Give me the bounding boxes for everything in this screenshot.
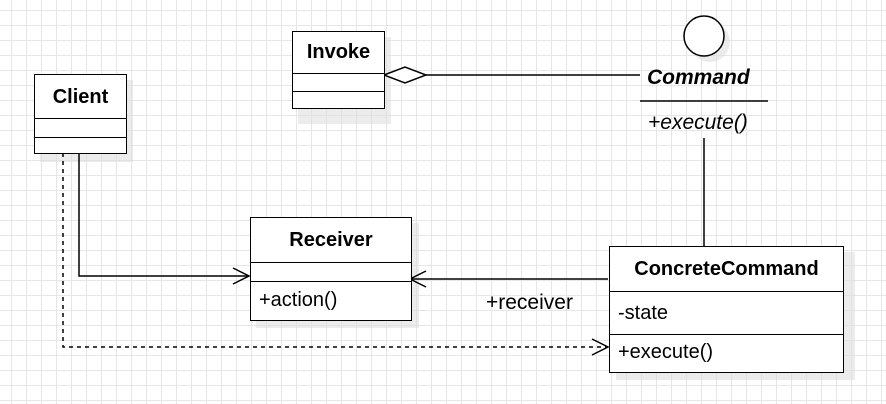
operations-compartment [35,138,126,152]
class-receiver[interactable]: Receiver +action() [250,217,412,321]
class-name: ConcreteCommand [610,247,843,292]
operations-compartment [293,92,384,107]
association-concrete-receiver [408,270,608,288]
aggregation-diamond [381,66,429,84]
attributes-compartment [251,263,411,282]
class-invoke[interactable]: Invoke [292,31,385,109]
command-interface [640,15,768,246]
operations-compartment: +execute() [618,341,714,363]
dependency-client-concrete [62,153,610,356]
interface-name: Command [647,66,750,89]
attributes-compartment: -state [610,292,843,335]
class-client[interactable]: Client [34,74,127,154]
receiver-role-label: +receiver [486,291,573,314]
attributes-compartment [293,74,384,92]
association-client-receiver [78,153,251,285]
attributes-compartment [35,119,126,138]
interface-operation: +execute() [648,111,748,134]
class-name: Invoke [293,32,384,74]
open-arrowhead [232,267,251,285]
open-arrowhead [591,338,610,356]
operations-compartment: +action() [259,289,338,311]
class-concrete-command[interactable]: ConcreteCommand -state +execute() [609,246,844,373]
class-name: Client [35,75,126,119]
aggregation-invoke-command [381,66,640,84]
interface-lollipop-circle [683,15,725,57]
class-name: Receiver [251,218,411,263]
